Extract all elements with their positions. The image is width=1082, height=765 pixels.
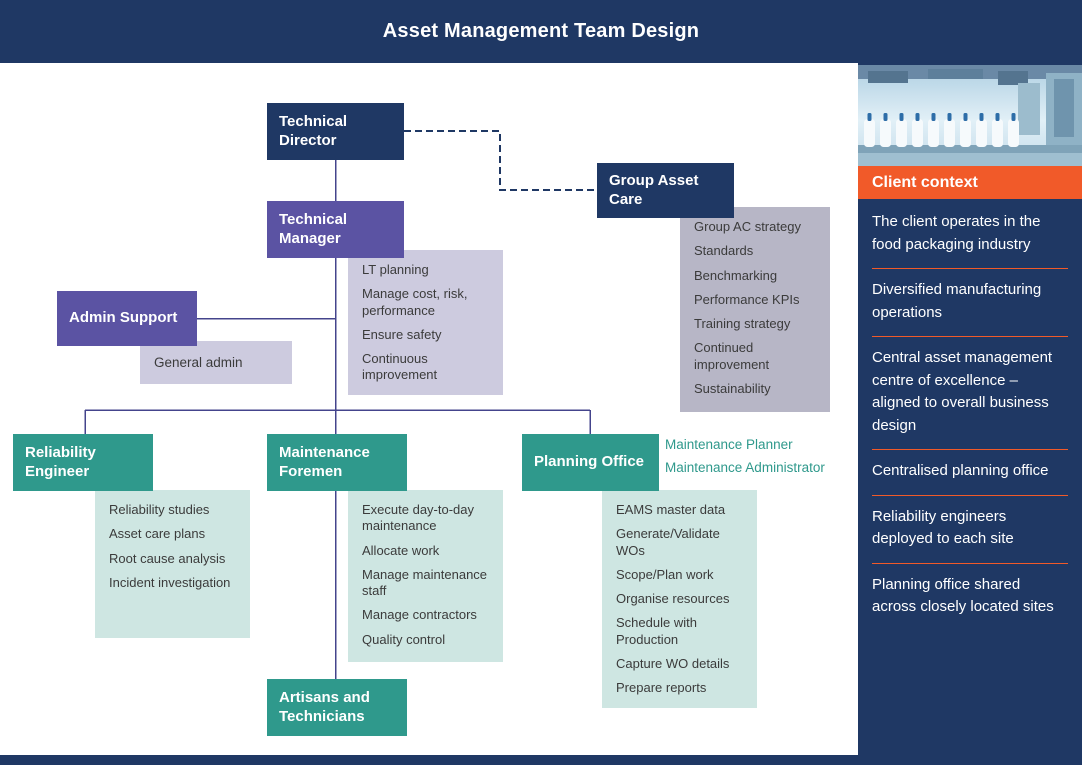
bottling-plant-illustration xyxy=(858,65,1082,166)
responsibility-item: Ensure safety xyxy=(362,326,442,342)
node-label: Technical Director xyxy=(279,113,348,149)
responsibility-item: Manage contractors xyxy=(362,607,477,623)
responsibility-item: Continuous improvement xyxy=(362,351,438,383)
responsibility-item: Benchmarking xyxy=(694,267,778,283)
responsibility-item: Manage maintenance staff xyxy=(362,566,488,598)
responsibility-item: Allocate work xyxy=(362,542,440,558)
responsibility-item: Asset care plans xyxy=(109,526,206,542)
responsibility-item: LT planning xyxy=(362,262,429,277)
client-context-item: Centralised planning office xyxy=(872,449,1068,495)
responsibility-item: Execute day-to-day maintenance xyxy=(362,502,475,534)
client-context-item: Planning office shared across closely lo… xyxy=(872,562,1068,631)
footer-bar xyxy=(0,755,1082,765)
page-title: Asset Management Team Design xyxy=(382,20,700,42)
node-label: Planning Office xyxy=(534,453,645,471)
sidebar: Client context The client operates in th… xyxy=(858,63,1082,755)
dashed-connector-path xyxy=(404,130,597,191)
client-context-heading: Client context xyxy=(858,166,1082,199)
responsibility-item: Sustainability xyxy=(694,380,771,396)
header-bar: Asset Management Team Design xyxy=(0,0,1082,63)
node-label: Artisans and Technicians xyxy=(279,689,370,725)
node-planning-office: Planning Office xyxy=(522,434,659,491)
node-technical-manager: Technical Manager xyxy=(267,201,404,258)
responsibility-item: Reliability studies xyxy=(109,502,210,517)
responsibility-item: Quality control xyxy=(362,631,446,647)
responsibility-item: Standards xyxy=(694,243,754,259)
client-context-item: Diversified manufacturing operations xyxy=(872,268,1068,336)
node-group-asset-care: Group Asset Care xyxy=(597,163,734,218)
client-context-item: The client operates in the food packagin… xyxy=(872,213,1041,253)
node-technical-director: Technical Director xyxy=(267,103,404,160)
planning-role-label: Maintenance Planner xyxy=(665,437,793,452)
responsibility-item: Organise resources xyxy=(616,591,730,606)
node-artisans-technicians: Artisans and Technicians xyxy=(267,679,407,736)
client-context-item: Reliability engineers deployed to each s… xyxy=(872,494,1068,563)
node-admin-support: Admin Support xyxy=(57,291,197,346)
responsibility-item: Incident investigation xyxy=(109,574,231,590)
node-label: Technical Manager xyxy=(279,211,348,247)
node-label: Group Asset Care xyxy=(609,172,699,208)
note-label: General admin xyxy=(154,355,243,370)
org-connector-path xyxy=(84,160,591,679)
client-context-list: The client operates in the food packagin… xyxy=(858,199,1082,755)
planning-role-label: Maintenance Administrator xyxy=(665,460,825,475)
client-context-item: Central asset management centre of excel… xyxy=(872,336,1068,449)
responsibility-item: Scope/Plan work xyxy=(616,566,714,582)
responsibility-item: Prepare reports xyxy=(616,680,707,695)
responsibility-item: Root cause analysis xyxy=(109,550,226,566)
factory-photo xyxy=(858,65,1082,166)
node-label: Reliability Engineer xyxy=(25,444,96,480)
node-reliability-engineer: Reliability Engineer xyxy=(13,434,153,491)
responsibility-item: Group AC strategy xyxy=(694,219,801,234)
node-label: Admin Support xyxy=(69,309,178,327)
responsibility-item: EAMS master data xyxy=(616,502,726,517)
responsibility-item: Manage cost, risk, performance xyxy=(362,286,468,318)
responsibility-item: Capture WO details xyxy=(616,655,730,671)
responsibility-item: Generate/Validate WOs xyxy=(616,526,720,558)
node-label: Maintenance Foremen xyxy=(279,444,370,480)
responsibility-item: Continued improvement xyxy=(694,340,770,372)
connector-lines xyxy=(84,130,597,679)
responsibility-item: Training strategy xyxy=(694,316,791,331)
responsibility-item: Schedule with Production xyxy=(616,615,697,647)
note-general-admin: General admin xyxy=(140,341,292,384)
responsibility-item: Performance KPIs xyxy=(694,291,800,307)
node-maintenance-foremen: Maintenance Foremen xyxy=(267,434,407,491)
